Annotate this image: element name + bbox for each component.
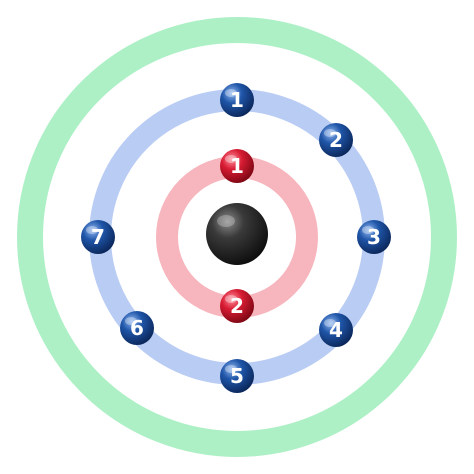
electron-label: 1 (230, 88, 244, 112)
middle-shell-electron-2: 2 (319, 123, 353, 157)
electron-label: 7 (91, 225, 105, 249)
electron-label: 4 (329, 318, 343, 342)
electron-sphere (120, 311, 154, 345)
electron-group: 1 2 1 2 3 4 5 6 7 (81, 83, 391, 393)
middle-shell-electron-3: 3 (357, 220, 391, 254)
electron-highlight (225, 89, 237, 97)
electron-highlight (225, 155, 237, 163)
middle-shell-electron-4: 4 (319, 313, 353, 347)
electron-highlight (225, 295, 237, 303)
electron-sphere (220, 289, 254, 323)
electron-sphere (81, 220, 115, 254)
middle-shell-electron-6: 6 (120, 311, 154, 345)
electron-sphere (357, 220, 391, 254)
electron-sphere (319, 123, 353, 157)
electron-highlight (362, 226, 374, 234)
electron-highlight (86, 226, 98, 234)
nucleus (206, 203, 268, 265)
electron-highlight (225, 365, 237, 373)
middle-shell-electron-1: 1 (220, 83, 254, 117)
electron-label: 3 (367, 225, 381, 249)
middle-shell-electron-5: 5 (220, 359, 254, 393)
electron-highlight (125, 317, 137, 325)
electron-sphere (319, 313, 353, 347)
middle-shell-electron-7: 7 (81, 220, 115, 254)
electron-label: 1 (230, 154, 244, 178)
electron-label: 2 (230, 294, 244, 318)
inner-shell-electron-1: 1 (220, 149, 254, 183)
outer-shell-ring (17, 17, 457, 457)
electron-sphere (220, 149, 254, 183)
electron-label: 6 (130, 316, 144, 340)
electron-sphere (220, 83, 254, 117)
electron-sphere (220, 359, 254, 393)
electron-highlight (324, 129, 336, 137)
electron-highlight (324, 319, 336, 327)
electron-label: 2 (329, 128, 343, 152)
electron-label: 5 (230, 364, 244, 388)
inner-shell-electron-2: 2 (220, 289, 254, 323)
